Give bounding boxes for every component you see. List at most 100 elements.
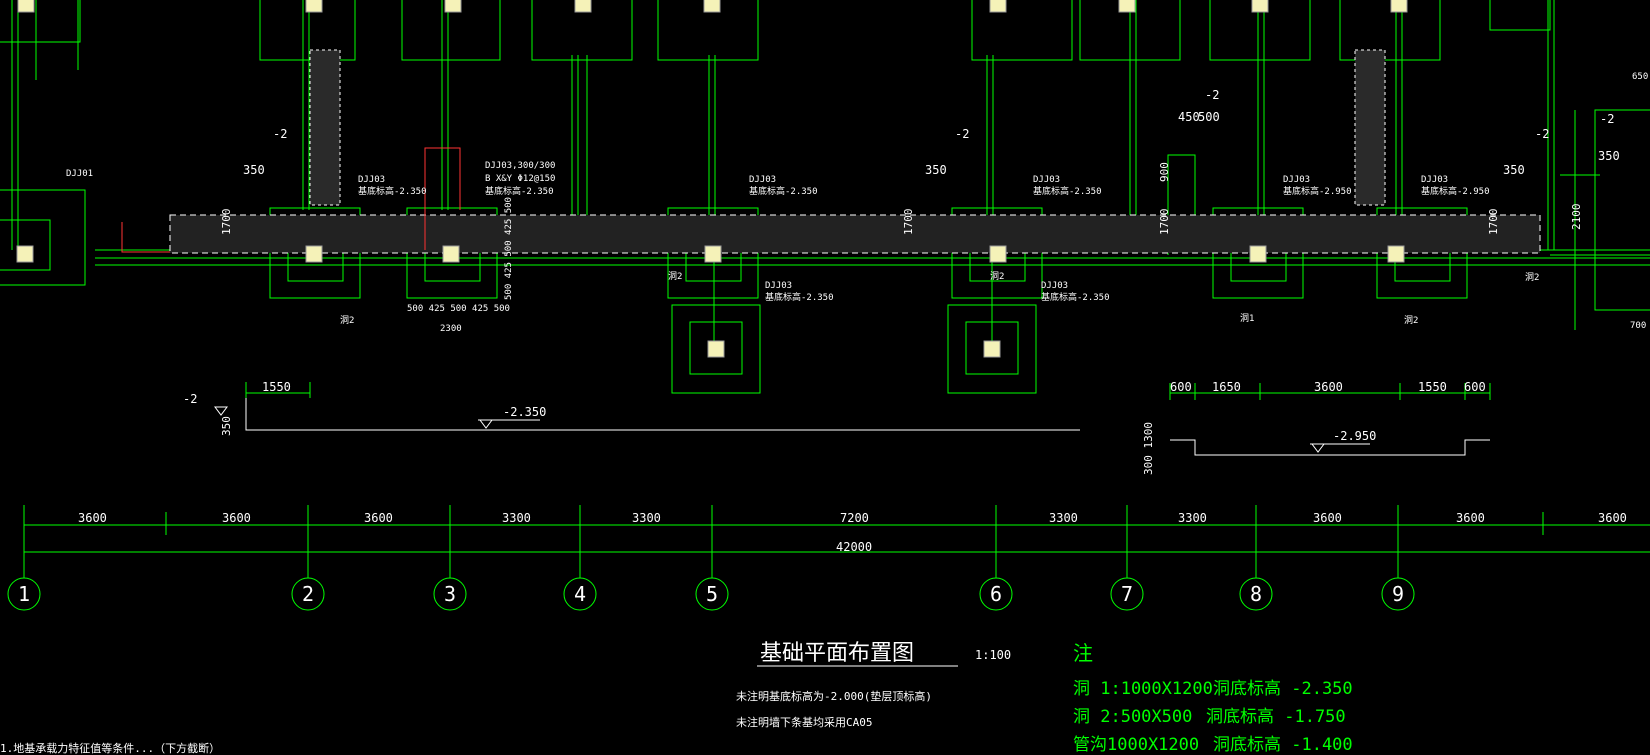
column-markers bbox=[16, 0, 1408, 358]
hole2-label-a: 洞2 bbox=[340, 315, 354, 326]
span-5: 3300 bbox=[632, 511, 661, 525]
hole2-label-b: 洞2 bbox=[668, 271, 682, 282]
djj03-label-d: DJJ03 bbox=[1033, 175, 1060, 185]
dim-350-c: 350 bbox=[1503, 163, 1525, 177]
djj03-label-h: DJJ03 bbox=[1041, 281, 1068, 291]
section-right: 600 1650 3600 1550 600 -2.950 300 1300 bbox=[1142, 380, 1491, 475]
section-left: -2 1550 -2.350 350 bbox=[183, 380, 1080, 436]
opening-1-elev: 洞底标高 -2.350 bbox=[1213, 679, 1353, 699]
opening-2-name: 洞 2:500X500 bbox=[1073, 707, 1192, 727]
dim-450: 450 bbox=[1178, 110, 1200, 124]
span-7: 3300 bbox=[1049, 511, 1078, 525]
dim-900: 900 bbox=[1158, 162, 1171, 182]
djj01-label: DJJ01 bbox=[66, 169, 93, 179]
dim-horiz-seq: 500 425 500 425 500 bbox=[407, 304, 510, 314]
drawing-title-block: 基础平面布置图 1:100 未注明基底标高为-2.000(垫层顶标高) 未注明墙… bbox=[736, 641, 1011, 729]
elev-mark-e: -2 bbox=[1600, 112, 1614, 126]
base-label-g: 基底标高-2.350 bbox=[765, 291, 834, 303]
axis-label-7: 7 bbox=[1121, 582, 1133, 606]
djj03-label-g: DJJ03 bbox=[765, 281, 792, 291]
dim-500: 500 bbox=[1198, 110, 1220, 124]
axis-label-3: 3 bbox=[444, 582, 456, 606]
highlight-marker bbox=[121, 147, 461, 253]
right-dim-2: 1650 bbox=[1212, 380, 1241, 394]
left-elev-h: 350 bbox=[220, 416, 233, 436]
axis-label-8: 8 bbox=[1250, 582, 1262, 606]
note-general-1: 未注明基底标高为-2.000(垫层顶标高) bbox=[736, 689, 932, 703]
elev-mark-c: -2 bbox=[1205, 88, 1219, 102]
dim-1700-a: 1700 bbox=[220, 209, 233, 236]
elev-mark-b: -2 bbox=[955, 127, 969, 141]
span-6: 7200 bbox=[840, 511, 869, 525]
left-elev-dim: 1550 bbox=[262, 380, 291, 394]
elev-mark-a: -2 bbox=[273, 127, 287, 141]
djj03-label-f: DJJ03 bbox=[1421, 175, 1448, 185]
base-label-b: 基底标高-2.350 bbox=[485, 185, 554, 197]
dim-2300: 2300 bbox=[440, 324, 462, 334]
dim-2100: 2100 bbox=[1570, 204, 1583, 231]
left-elev-level: -2.350 bbox=[503, 405, 546, 419]
notes-heading: 注 bbox=[1073, 641, 1093, 665]
span-9: 3600 bbox=[1313, 511, 1342, 525]
dim-vert-seq: 500 425 500 425 500 bbox=[504, 197, 514, 300]
axis-dimension-lines bbox=[23, 505, 1650, 578]
base-label-h: 基底标高-2.350 bbox=[1041, 291, 1110, 303]
hole2-label-e: 洞2 bbox=[1525, 272, 1539, 283]
span-4: 3300 bbox=[502, 511, 531, 525]
right-dim-3: 3600 bbox=[1314, 380, 1343, 394]
djj03-label-e: DJJ03 bbox=[1283, 175, 1310, 185]
right-dim-1: 600 bbox=[1170, 380, 1192, 394]
hole1-label: 洞1 bbox=[1240, 313, 1254, 324]
drawing-title: 基础平面布置图 bbox=[760, 641, 914, 666]
opening-3-name: 管沟1000X1200 bbox=[1073, 735, 1199, 755]
right-elev-h: 300 1300 bbox=[1142, 422, 1155, 475]
right-dim-5: 600 bbox=[1464, 380, 1486, 394]
opening-1-name: 洞 1:1000X1200 bbox=[1073, 679, 1213, 699]
dim-1700-c: 1700 bbox=[1158, 209, 1171, 236]
span-11: 3600 bbox=[1598, 511, 1627, 525]
span-3: 3600 bbox=[364, 511, 393, 525]
axis-label-1: 1 bbox=[18, 582, 30, 606]
opening-notes: 注 洞 1:1000X1200 洞底标高 -2.350 洞 2:500X500 … bbox=[1073, 641, 1353, 755]
drawing-scale: 1:100 bbox=[975, 648, 1011, 662]
base-label-c: 基底标高-2.350 bbox=[749, 185, 818, 197]
left-elev-mark: -2 bbox=[183, 392, 197, 406]
dim-1700-d: 1700 bbox=[1487, 209, 1500, 236]
opening-2-elev: 洞底标高 -1.750 bbox=[1206, 707, 1346, 727]
structural-linework bbox=[0, 0, 1650, 394]
base-label-f: 基底标高-2.950 bbox=[1421, 185, 1490, 197]
dim-350-d: 350 bbox=[1598, 149, 1620, 163]
djj03-label-c: DJJ03 bbox=[749, 175, 776, 185]
note-general-2: 未注明墙下条基均采用CA05 bbox=[736, 715, 873, 729]
djj03-dim-label: DJJ03,300/300 bbox=[485, 161, 555, 171]
axis-label-9: 9 bbox=[1392, 582, 1404, 606]
span-1: 3600 bbox=[78, 511, 107, 525]
span-10: 3600 bbox=[1456, 511, 1485, 525]
dim-350-a: 350 bbox=[243, 163, 265, 177]
trench-fill bbox=[169, 49, 1541, 254]
dim-650: 650 bbox=[1632, 72, 1648, 82]
footer-note: 1.地基承载力特征值等条件...（下方截断） bbox=[0, 741, 220, 755]
axis-label-6: 6 bbox=[990, 582, 1002, 606]
base-label-a: 基底标高-2.350 bbox=[358, 185, 427, 197]
base-label-e: 基底标高-2.950 bbox=[1283, 185, 1352, 197]
hole2-label-c: 洞2 bbox=[990, 271, 1004, 282]
hole2-label-d: 洞2 bbox=[1404, 315, 1418, 326]
dim-700: 700 bbox=[1630, 321, 1646, 331]
axis-label-4: 4 bbox=[574, 582, 586, 606]
elev-mark-d: -2 bbox=[1535, 127, 1549, 141]
span-total: 42000 bbox=[836, 540, 872, 554]
right-elev-level: -2.950 bbox=[1333, 429, 1376, 443]
axis-bubbles bbox=[7, 577, 1415, 611]
span-2: 3600 bbox=[222, 511, 251, 525]
span-8: 3300 bbox=[1178, 511, 1207, 525]
dim-1700-b: 1700 bbox=[902, 209, 915, 236]
opening-3-elev: 洞底标高 -1.400 bbox=[1213, 735, 1353, 755]
axis-label-5: 5 bbox=[706, 582, 718, 606]
dim-350-b: 350 bbox=[925, 163, 947, 177]
rebar-label: B X&Y Φ12@150 bbox=[485, 174, 555, 184]
axis-spans: 3600 3600 3600 3300 3300 7200 3300 3300 … bbox=[78, 511, 1627, 554]
axis-label-2: 2 bbox=[302, 582, 314, 606]
djj03-label-a: DJJ03 bbox=[358, 175, 385, 185]
